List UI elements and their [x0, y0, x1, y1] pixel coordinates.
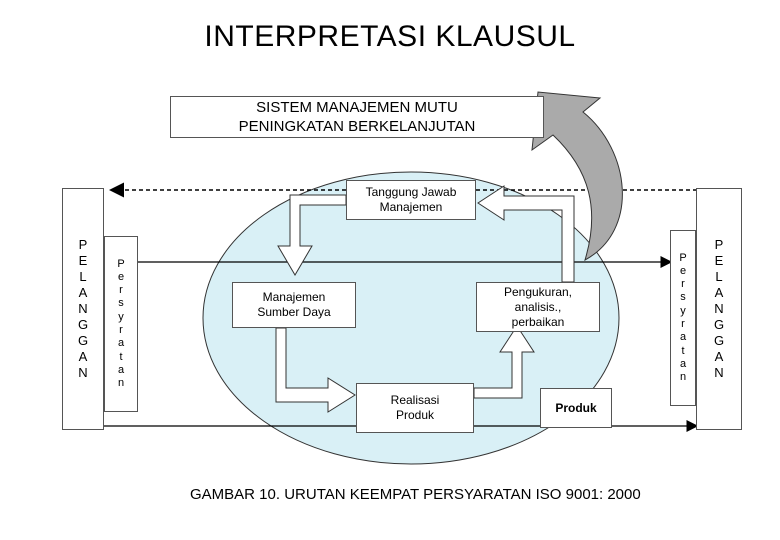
realisasi-line2: Produk [395, 408, 435, 422]
left-persyaratan-letter: e [117, 270, 125, 283]
produk-label: Produk [555, 400, 597, 415]
left-pelanggan-letter: A [78, 349, 88, 364]
sumber-daya-line1: Manajemen [262, 290, 326, 304]
left-pelanggan-letter: E [78, 253, 88, 268]
block-arrow-to-tanggung-jawab [477, 185, 575, 283]
figure-caption: GAMBAR 10. URUTAN KEEMPAT PERSYARATAN IS… [190, 486, 641, 503]
right-pelanggan-letter: A [714, 285, 724, 300]
right-persyaratan-letter: r [681, 318, 685, 330]
left-pelanggan-letter: L [79, 269, 87, 284]
continual-improvement-arrow [531, 91, 623, 262]
tanggung-jawab-box: Tanggung Jawab Manajemen [346, 180, 476, 220]
left-persyaratan-letter: P [117, 257, 125, 270]
left-persyaratan-letter: r [119, 284, 123, 297]
left-persyaratan-letter: y [118, 310, 124, 323]
pengukuran-box: Pengukuran, analisis., perbaikan [476, 282, 600, 332]
sumber-daya-line2: Sumber Daya [257, 305, 331, 319]
left-pelanggan-letter: N [78, 301, 88, 316]
right-pelanggan-letter: E [714, 253, 724, 268]
right-persyaratan-letter: r [681, 278, 685, 291]
block-arrow-to-pengukuran [473, 325, 535, 399]
right-persyaratan-letter: t [681, 344, 685, 357]
left-persyaratan-letter: t [119, 350, 123, 363]
right-persyaratan-letter: a [679, 357, 687, 370]
page-title: INTERPRETASI KLAUSUL [204, 20, 576, 53]
pengukuran-line3: perbaikan [511, 314, 565, 329]
produk-box: Produk [540, 388, 612, 428]
left-persyaratan-letter: s [118, 297, 124, 310]
right-persyaratan-letter: y [680, 304, 686, 317]
left-pelanggan-letter: G [77, 317, 89, 332]
pengukuran-line1: Pengukuran, [503, 284, 573, 299]
quality-system-line1: SISTEM MANAJEMEN MUTU [256, 99, 458, 116]
left-persyaratan-letter: a [117, 337, 125, 350]
right-pelanggan-letter: N [714, 365, 724, 380]
tanggung-jawab-line2: Manajemen [379, 200, 443, 214]
right-pelanggan-letter: G [713, 333, 725, 348]
left-persyaratan-letter: a [117, 363, 125, 376]
left-pelanggan-letter: A [78, 285, 88, 300]
pengukuran-line2: analisis., [514, 299, 562, 314]
left-pelanggan-letter: P [78, 237, 88, 252]
right-pelanggan-letter: P [714, 237, 724, 252]
right-persyaratan-letter: a [679, 331, 687, 344]
right-persyaratan-letter: P [679, 251, 687, 264]
right-persyaratan-letter: s [680, 291, 686, 304]
left-pelanggan-letter: G [77, 333, 89, 348]
right-pelanggan-letter: A [714, 349, 724, 364]
left-persyaratan-letter: r [119, 324, 123, 336]
tanggung-jawab-line1: Tanggung Jawab [365, 185, 457, 199]
left-persyaratan-letter: n [117, 377, 125, 390]
right-pelanggan-letter: L [715, 269, 723, 284]
quality-system-line2: PENINGKATAN BERKELANJUTAN [238, 118, 476, 135]
sumber-daya-box: Manajemen Sumber Daya [232, 282, 356, 328]
block-arrow-to-realisasi [275, 327, 356, 413]
right-persyaratan-letter: n [679, 371, 687, 384]
right-pelanggan-letter: G [713, 317, 725, 332]
realisasi-line1: Realisasi [390, 393, 440, 407]
quality-system-box: SISTEM MANAJEMEN MUTU PENINGKATAN BERKEL… [170, 96, 544, 138]
left-pelanggan-letter: N [78, 365, 88, 380]
realisasi-produk-box: Realisasi Produk [356, 383, 474, 433]
block-arrow-to-sumber-daya [277, 194, 347, 276]
right-persyaratan-letter: e [679, 264, 687, 277]
right-pelanggan-letter: N [714, 301, 724, 316]
